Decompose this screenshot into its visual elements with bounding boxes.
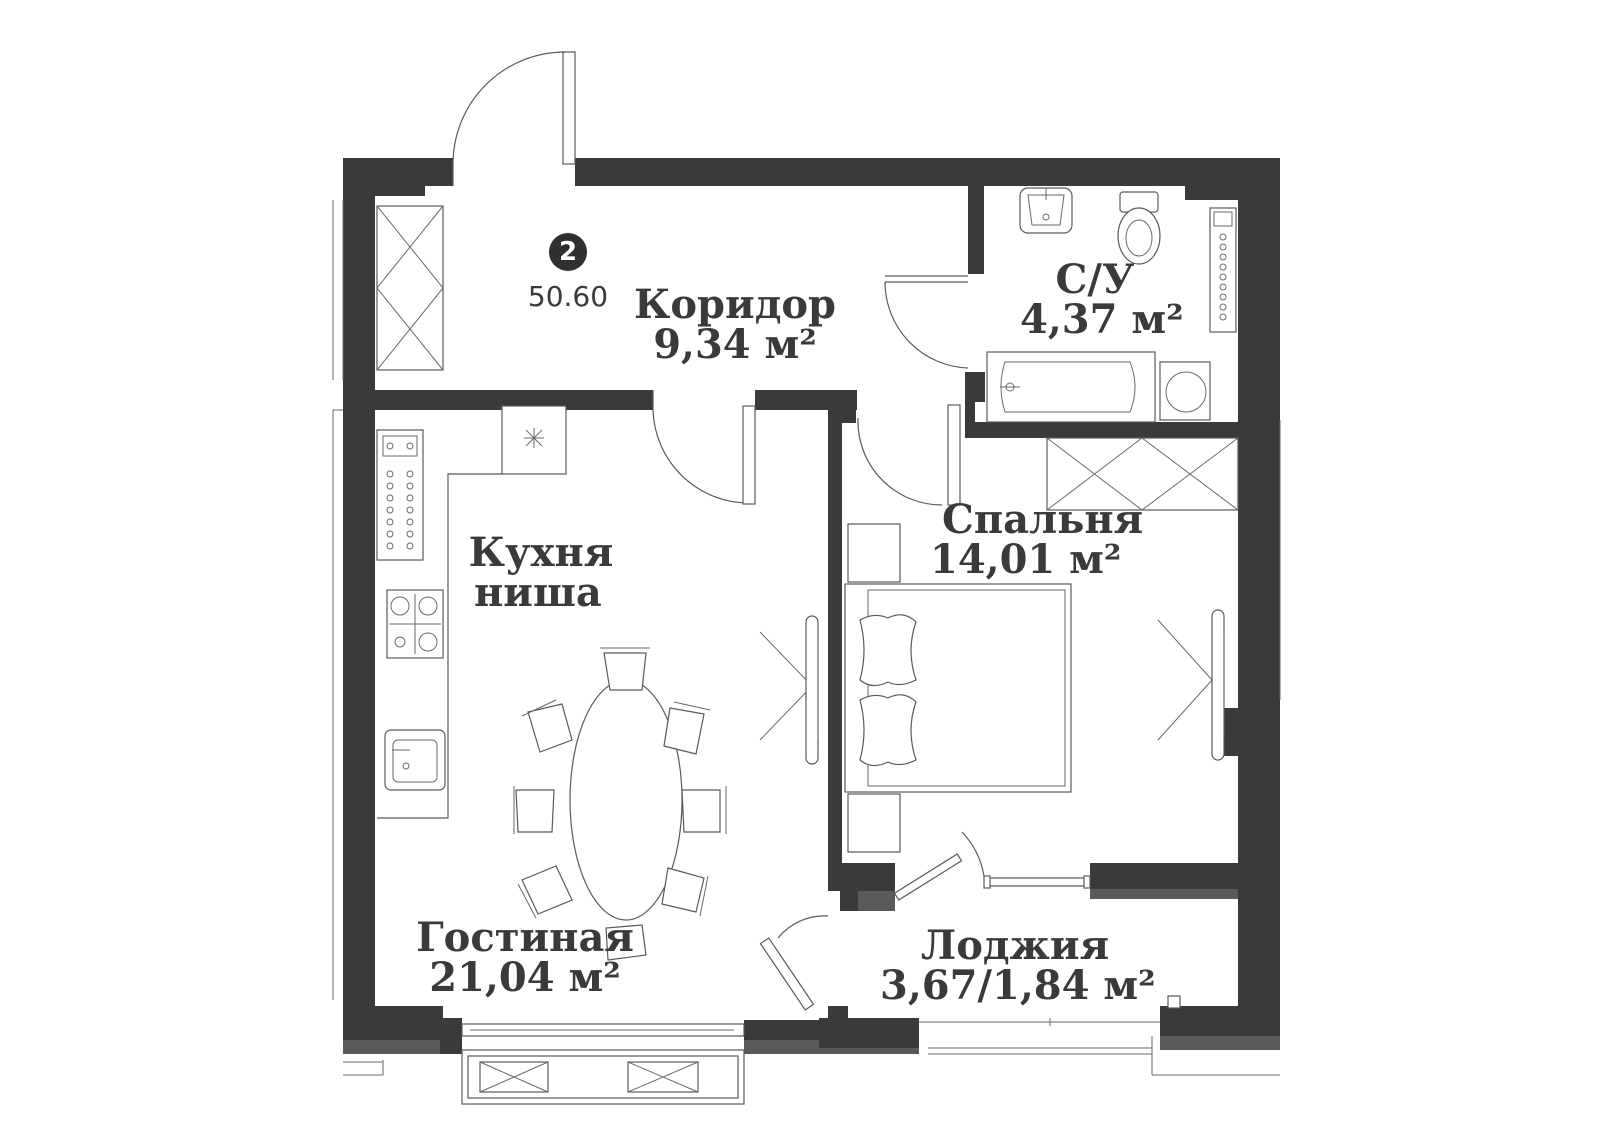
bathroom-label: С/У 4,37 м² bbox=[1020, 256, 1184, 343]
loggia-area: 3,67/1,84 м² bbox=[880, 962, 1156, 1009]
bathroom-name: С/У bbox=[1055, 256, 1135, 303]
corridor-name: Коридор bbox=[633, 281, 836, 328]
living-label: Гостиная 21,04 м² bbox=[410, 918, 640, 998]
dining-set bbox=[513, 647, 727, 961]
loggia-door-living bbox=[759, 915, 829, 1011]
bathroom-area: 4,37 м² bbox=[1020, 296, 1184, 343]
living-name: Гостиная bbox=[416, 914, 634, 961]
living-area: 21,04 м² bbox=[429, 954, 621, 1001]
loggia-name: Лоджия bbox=[920, 922, 1110, 969]
bathroom-fixtures bbox=[884, 187, 1237, 423]
bedroom-area: 14,01 м² bbox=[930, 536, 1122, 583]
loggia bbox=[919, 995, 1181, 1026]
wardrobe bbox=[376, 205, 444, 371]
walls bbox=[343, 158, 1280, 1054]
kitchen-fixtures bbox=[376, 390, 756, 819]
bedroom-label: Спальня 14,01 м² bbox=[930, 500, 1170, 580]
wall-mount-tv-living bbox=[759, 615, 819, 765]
loggia-label: Лоджия 3,67/1,84 м² bbox=[880, 922, 1156, 1009]
kitchen-name-line2: ниша bbox=[474, 569, 602, 616]
bedroom-name: Спальня bbox=[942, 496, 1144, 543]
apartment-total-area: 50.60 bbox=[527, 280, 609, 313]
corridor-label: Коридор 9,34 м² bbox=[620, 285, 850, 365]
bedroom-fixtures bbox=[844, 404, 1239, 901]
entrance-door bbox=[452, 51, 576, 186]
outer-thin-lines bbox=[332, 200, 1281, 1076]
kitchen-label: Кухня ниша bbox=[466, 533, 616, 613]
living-window bbox=[461, 1023, 745, 1105]
kitchen-name-line1: Кухня bbox=[468, 529, 614, 576]
apartment-number-badge: 2 bbox=[549, 233, 587, 271]
corridor-area: 9,34 м² bbox=[653, 321, 817, 368]
